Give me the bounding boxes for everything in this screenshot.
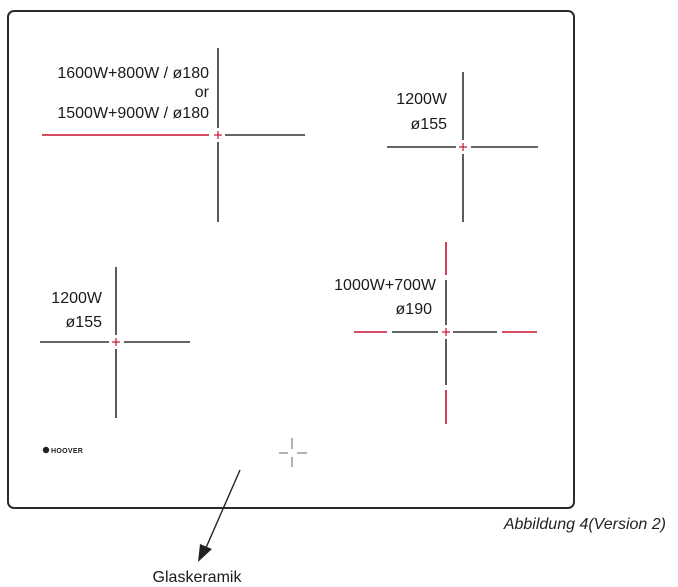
zone-bottom-right-label-1: 1000W+700W — [334, 277, 437, 294]
zone-top-left-label-2: or — [195, 84, 210, 101]
zone-top-left-crosshair — [42, 48, 305, 222]
zone-bottom-right-crosshair — [354, 242, 537, 424]
zone-top-right-label-2: ø155 — [411, 116, 448, 133]
zone-top-right-label-1: 1200W — [396, 91, 448, 108]
control-marker-crosshair — [279, 438, 307, 467]
hoover-logo-icon: HOOVER — [42, 446, 83, 455]
zone-bottom-left-label-2: ø155 — [66, 314, 103, 331]
glaskeramik-label: Glaskeramik — [153, 569, 243, 586]
zone-bottom-left-crosshair — [40, 267, 190, 418]
zone-top-left-label-1: 1600W+800W / ø180 — [57, 65, 209, 82]
hoover-logo-text: HOOVER — [51, 448, 83, 455]
zone-top-left-label-3: 1500W+900W / ø180 — [57, 105, 209, 122]
hob-surface — [7, 10, 575, 509]
zone-bottom-left-label-1: 1200W — [51, 290, 103, 307]
arrow-icon — [198, 469, 241, 562]
zone-bottom-right-label-2: ø190 — [396, 301, 433, 318]
figure-caption: Abbildung 4(Version 2) — [503, 516, 666, 533]
zone-top-right-crosshair — [387, 72, 538, 222]
